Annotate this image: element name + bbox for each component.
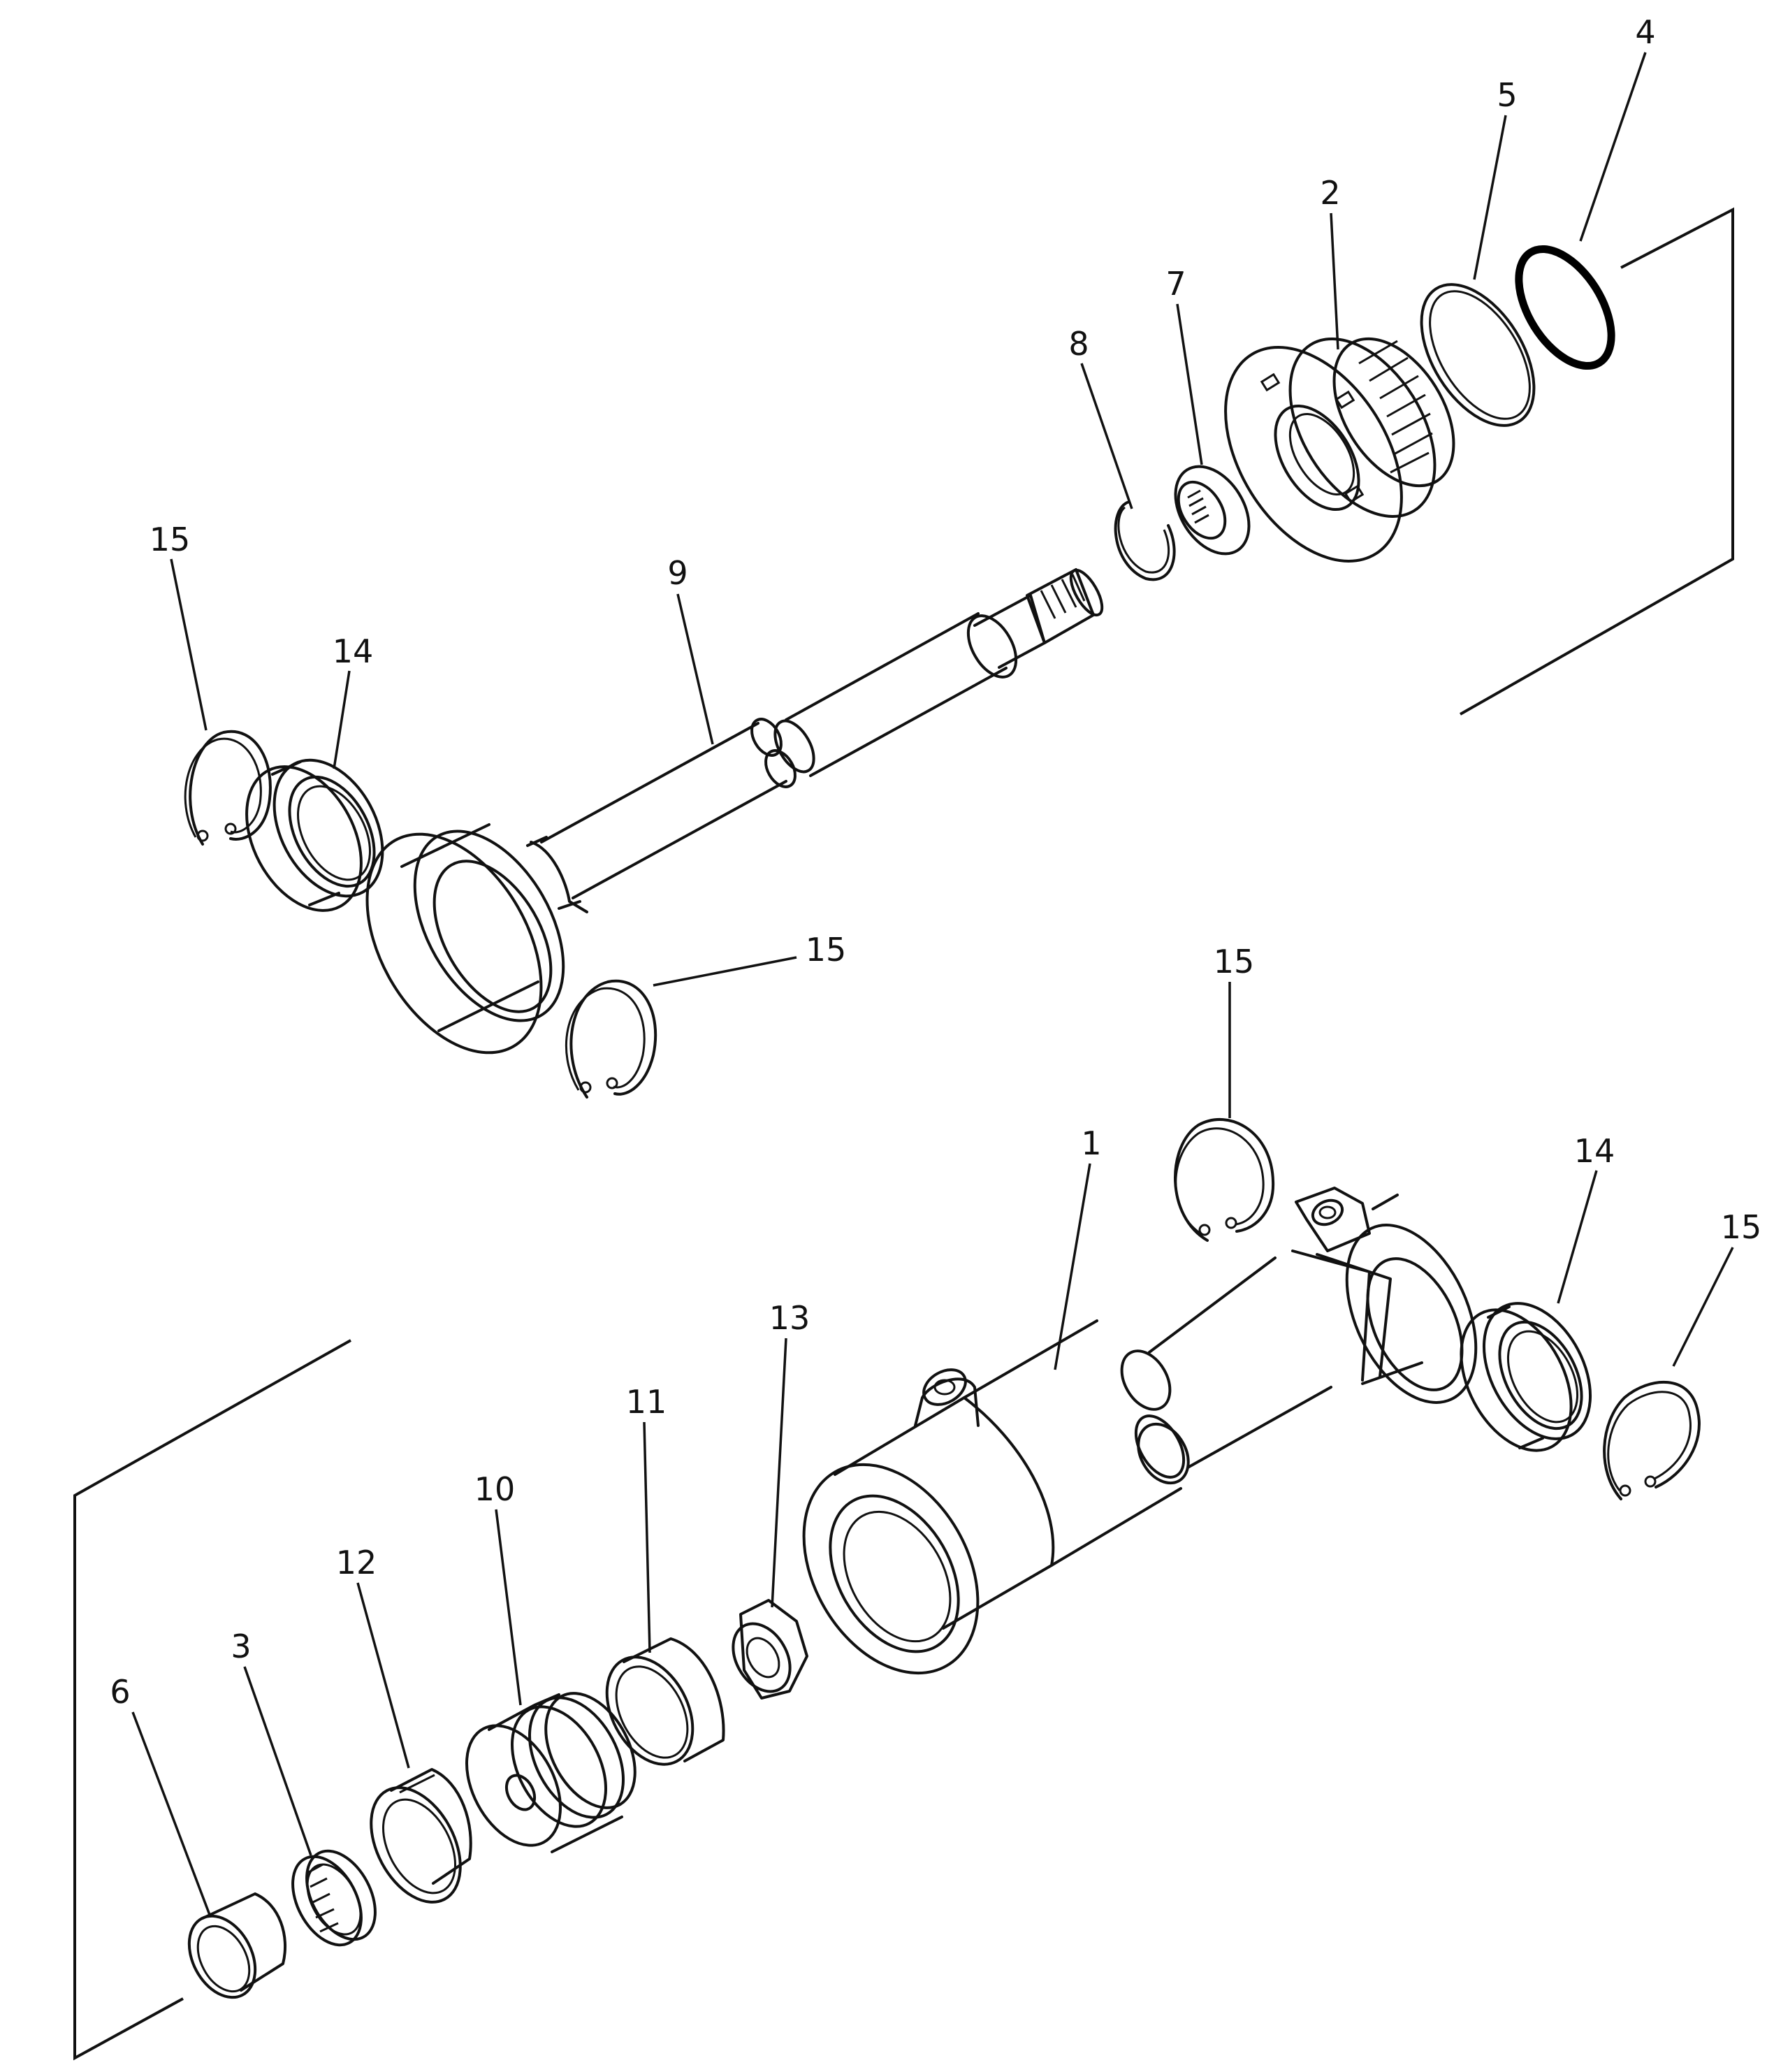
- part-4-o-ring: [1515, 245, 1615, 370]
- part-9-piston-rod: [365, 568, 1104, 1055]
- part-14-bushing-right: [1460, 1302, 1592, 1452]
- part-15-snap-ring-upper-left: [184, 730, 272, 846]
- part-15-snap-ring-right: [1603, 1380, 1701, 1500]
- callout-9: 9: [667, 554, 688, 592]
- callout-6: 6: [110, 1673, 130, 1711]
- callout-11: 11: [626, 1383, 667, 1421]
- callout-8: 8: [1068, 325, 1089, 363]
- callout-5: 5: [1497, 76, 1517, 114]
- callout-15-upper-left: 15: [150, 521, 191, 558]
- callout-4: 4: [1635, 13, 1655, 51]
- part-13-piston-nut: [732, 1599, 808, 1700]
- callout-15-middle: 15: [806, 931, 847, 969]
- part-15-snap-ring-upper-right: [1174, 1117, 1275, 1242]
- part-1-cylinder-tube: [802, 1187, 1478, 1675]
- leader-lines: [131, 52, 1734, 1915]
- part-6-bushing: [187, 1892, 286, 1999]
- part-12-wear-ring: [370, 1768, 472, 1904]
- callout-10: 10: [474, 1470, 516, 1508]
- part-5-backup-ring: [1420, 283, 1536, 427]
- callout-7: 7: [1165, 265, 1186, 303]
- part-15-snap-ring-middle: [565, 979, 657, 1099]
- callout-13: 13: [769, 1299, 810, 1337]
- callout-1: 1: [1081, 1124, 1101, 1162]
- callout-15-upper-right: 15: [1214, 943, 1255, 980]
- part-3-piston-seal: [291, 1849, 377, 1947]
- lower-assembly-frame: [73, 1339, 351, 2061]
- callout-3: 3: [231, 1628, 251, 1665]
- callout-15-right: 15: [1721, 1208, 1762, 1246]
- part-2-cylinder-head: [1224, 337, 1455, 563]
- callout-12: 12: [336, 1544, 377, 1581]
- part-11-sleeve: [605, 1637, 725, 1766]
- part-8-snap-ring: [1114, 500, 1176, 581]
- part-7-rod-seal: [1174, 465, 1251, 556]
- callout-labels: 4 5 2 7 8 9 15 14 15 15 1 14 15 13 11 10…: [110, 13, 1761, 1711]
- callout-14-right: 14: [1574, 1132, 1615, 1170]
- callout-14-upper: 14: [333, 632, 374, 670]
- upper-assembly-frame: [1460, 207, 1734, 716]
- part-10-piston: [465, 1692, 637, 1853]
- callout-2: 2: [1320, 174, 1340, 212]
